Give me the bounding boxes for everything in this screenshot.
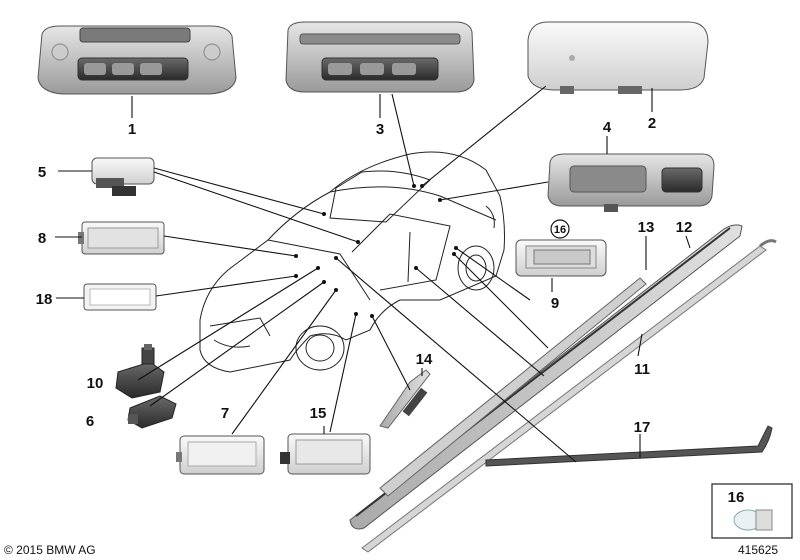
label-8: 8 <box>38 230 46 247</box>
part-13-light-strip <box>379 277 647 497</box>
label-3: 3 <box>376 121 384 138</box>
label-16: 16 <box>728 489 745 506</box>
part-11-light-strip <box>361 239 777 553</box>
diagram-number: 415625 <box>738 543 778 557</box>
part-16-bulb-box <box>711 483 793 539</box>
part-16-reference-circle <box>550 219 570 239</box>
label-16-circle: 16 <box>554 224 566 236</box>
label-18: 18 <box>36 291 53 308</box>
label-5: 5 <box>38 164 46 181</box>
part-1-front-roof-light <box>37 25 237 95</box>
part-9-lamp <box>515 239 607 277</box>
leader-lines <box>55 85 691 463</box>
part-6-sensor <box>127 395 177 429</box>
label-15: 15 <box>310 405 327 422</box>
part-17-light-strip <box>485 425 773 467</box>
label-17: 17 <box>634 419 651 436</box>
part-18-lamp <box>83 283 157 311</box>
part-5-small-lamp <box>91 157 155 196</box>
part-2-rear-roof-light <box>527 21 709 94</box>
part-4-rear-interior-light <box>547 153 715 212</box>
leader-dots <box>294 184 458 318</box>
label-10: 10 <box>87 375 104 392</box>
label-7: 7 <box>221 405 229 422</box>
copyright-text: © 2015 BMW AG <box>4 543 96 557</box>
label-12: 12 <box>676 219 693 236</box>
label-14: 14 <box>416 351 433 368</box>
part-10-sensor <box>115 344 165 399</box>
part-3-roof-light-panorama <box>285 21 475 93</box>
part-15-lamp <box>280 433 371 475</box>
label-11: 11 <box>634 361 650 378</box>
label-6: 6 <box>86 413 94 430</box>
label-1: 1 <box>128 121 136 138</box>
car-outline <box>199 151 505 373</box>
part-14-strip-piece <box>379 369 431 429</box>
part-7-lamp <box>176 435 265 475</box>
label-13: 13 <box>638 219 655 236</box>
label-2: 2 <box>648 115 656 132</box>
label-9: 9 <box>551 295 559 312</box>
label-4: 4 <box>603 119 612 136</box>
part-8-lamp <box>78 221 165 255</box>
